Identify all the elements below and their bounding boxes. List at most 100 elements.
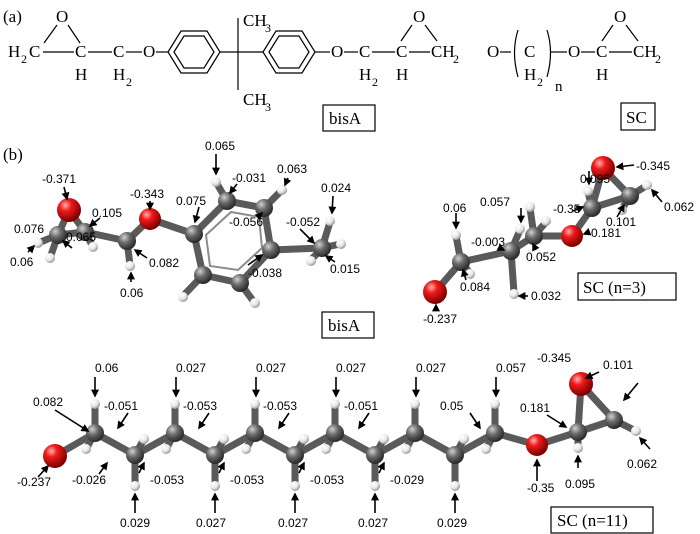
- charge-arrow: [54, 409, 90, 432]
- carbon-atom: [76, 223, 94, 241]
- charge-arrow: [192, 206, 201, 224]
- sc-o1: O: [487, 42, 499, 61]
- charge-label: 0.062: [627, 457, 657, 471]
- charge-arrow: [278, 412, 290, 430]
- bisA-left-h2c-sub: 2: [21, 52, 27, 66]
- carbon-atom: [486, 424, 504, 442]
- charge-arrow: [283, 177, 292, 187]
- sc-o2: O: [568, 42, 580, 61]
- charge-arrow: [198, 412, 210, 430]
- charge-arrow: [328, 195, 337, 215]
- hydrogen-atom: [170, 399, 180, 409]
- sc-ch2: CH: [633, 42, 657, 61]
- sc-left-bracket: [513, 29, 519, 78]
- charge-arrow: [469, 412, 481, 430]
- sc3-label: SC (n=3): [583, 278, 646, 297]
- charge-arrow: [217, 461, 225, 474]
- charge-label: 0.101: [603, 358, 633, 372]
- hydrogen-atom: [330, 399, 340, 409]
- sc-h-sub: 2: [537, 75, 543, 89]
- bisA-structure: O H 2 C C H C H 2 O CH 3 CH 3 O C H 2 C: [8, 7, 459, 132]
- bisA-right-ch2end: CH: [431, 42, 455, 61]
- charge-arrow: [615, 162, 635, 171]
- sc-h: H: [524, 65, 536, 84]
- hydrogen-atom: [451, 230, 461, 240]
- charge-arrow: [546, 414, 568, 428]
- hydrogen-atom: [90, 399, 100, 409]
- hydrogen-atom: [130, 481, 140, 491]
- charge-label: 0.082: [149, 256, 179, 270]
- charge-label: 0.015: [330, 262, 360, 276]
- carbon-atom: [446, 446, 464, 464]
- hydrogen-atom: [299, 434, 309, 444]
- hydrogen-atom: [631, 426, 641, 436]
- charge-arrow: [26, 244, 36, 254]
- charge-label: 0.06: [95, 361, 119, 375]
- charge-label: 0.032: [531, 289, 561, 303]
- carbon-atom: [583, 199, 601, 217]
- hydrogen-atom: [161, 444, 171, 454]
- sc-structure: O C H 2 n O C H CH 2 O SC: [487, 7, 661, 131]
- bisA-ch3-bot: CH: [243, 90, 267, 109]
- hydrogen-atom: [515, 224, 525, 234]
- charge-label: -0.237: [423, 312, 457, 326]
- charge-label: -0.053: [230, 473, 264, 487]
- carbon-atom: [218, 192, 236, 210]
- charge-label: 0.065: [205, 139, 235, 153]
- hydrogen-atom: [290, 481, 300, 491]
- sc-ch2-sub: 2: [655, 52, 661, 66]
- carbon-atom: [194, 266, 212, 284]
- charge-label: -0.053: [183, 399, 217, 413]
- charge-arrow: [584, 371, 600, 379]
- carbon-atom: [185, 225, 203, 243]
- hydrogen-atom: [45, 253, 55, 263]
- carbon-atom: [49, 226, 67, 244]
- charge-label: 0.027: [256, 361, 286, 375]
- charge-arrow: [358, 412, 370, 430]
- charge-arrow: [496, 243, 506, 251]
- bisA-left-ch2-c: C: [113, 42, 124, 61]
- bisA-left-phenyl-inner: [173, 35, 215, 69]
- bisA-right-ch2-h: H: [359, 65, 371, 84]
- hydrogen-atom: [241, 444, 251, 454]
- hydrogen-atom: [541, 216, 551, 226]
- sc-label: SC: [626, 108, 647, 127]
- oxygen-atom: [57, 198, 81, 222]
- charge-label: 0.062: [664, 200, 694, 214]
- charge-arrow: [133, 249, 148, 259]
- charge-label: 0.027: [336, 361, 366, 375]
- sc-ring-bonds: [601, 24, 639, 42]
- carbon-atom: [231, 274, 249, 292]
- bisA-ch3-bot-sub: 3: [265, 100, 271, 114]
- hydrogen-atom: [459, 434, 469, 444]
- charge-arrow: [61, 240, 73, 249]
- charge-label: -0.029: [390, 473, 424, 487]
- charge-label: 0.082: [33, 395, 63, 409]
- hydrogen-atom: [325, 216, 335, 226]
- sc-ring-oxygen: O: [614, 7, 626, 26]
- bisA-model-label: bisA: [328, 316, 361, 335]
- sc11-label-box: [550, 506, 654, 534]
- charge-label: -0.35: [553, 202, 581, 216]
- charge-arrow: [377, 461, 385, 474]
- charge-label: 0.029: [437, 516, 467, 530]
- hydrogen-atom: [88, 242, 98, 252]
- carbon-atom: [502, 242, 520, 260]
- hydrogen-atom: [321, 444, 331, 454]
- bisA-left-ring-oxygen: O: [56, 7, 68, 26]
- charge-label: -0.052: [286, 215, 320, 229]
- hydrogen-atom: [250, 399, 260, 409]
- hydrogen-atom: [250, 298, 260, 308]
- charge-label: 0.06: [120, 286, 144, 300]
- hydrogen-atom: [573, 443, 583, 453]
- panel-label-b: (b): [3, 145, 23, 164]
- hydrogen-atom: [370, 481, 380, 491]
- bisA-model: -0.371 0.105 0.076 0.065 0.06 -0.343 0.0…: [10, 139, 375, 339]
- sc11-label: SC (n=11): [557, 511, 628, 530]
- hydrogen-atom: [211, 177, 221, 187]
- charge-label: 0.027: [416, 361, 446, 375]
- hydrogen-atom: [125, 261, 135, 271]
- charge-arrow: [117, 412, 129, 430]
- charge-label: 0.057: [496, 361, 526, 375]
